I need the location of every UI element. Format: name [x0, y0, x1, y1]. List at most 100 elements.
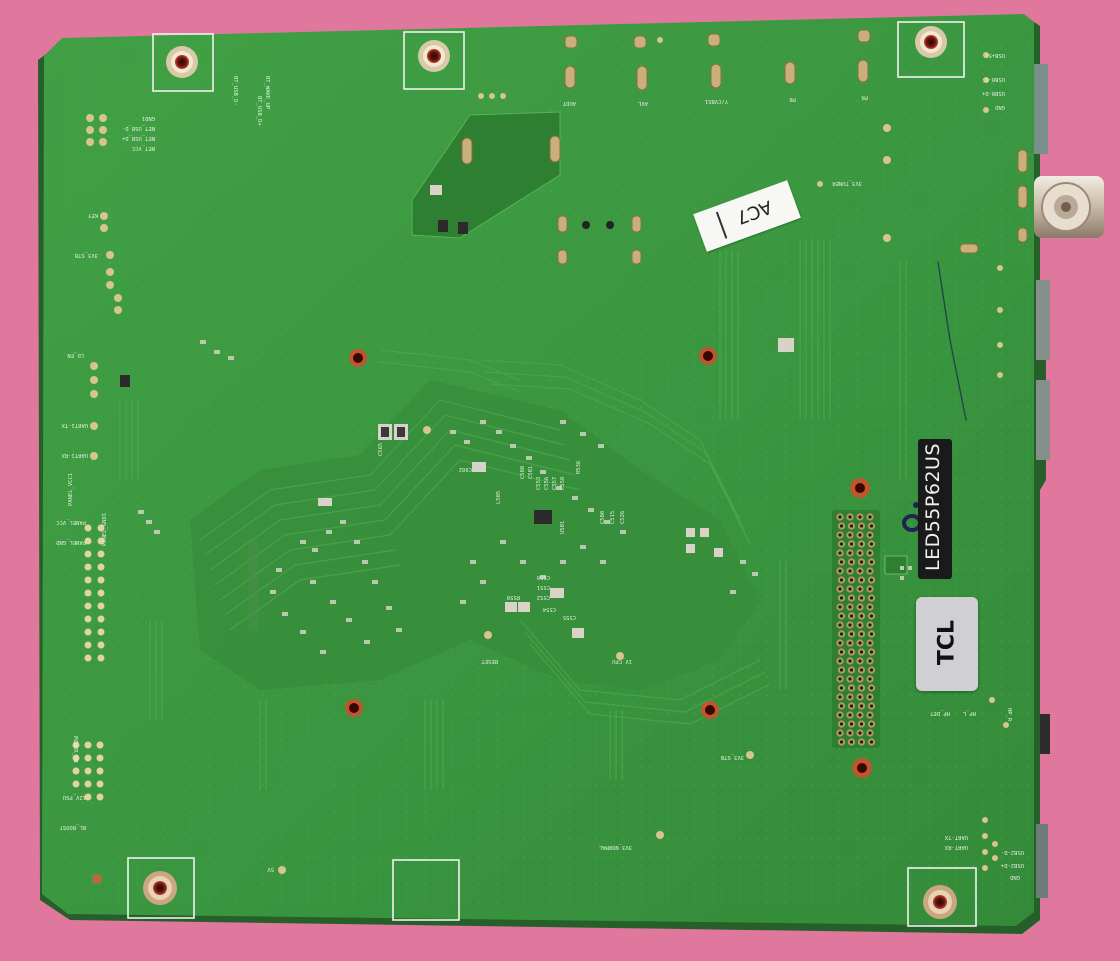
silk-label: C565: [378, 443, 384, 456]
pin-hole: [839, 722, 844, 726]
pin-hole: [868, 587, 872, 591]
pin-hole: [848, 731, 852, 735]
pin-hole: [868, 569, 872, 573]
pin-hole: [868, 533, 872, 537]
silk-label: C551: [537, 584, 550, 590]
silk-label: L505: [496, 491, 502, 504]
pin-hole: [858, 515, 862, 519]
silk-label: 12V_PSU: [63, 794, 86, 800]
silk-label: USB0-D-: [982, 76, 1005, 82]
brand-plate: TCL: [916, 597, 978, 691]
silk-label: 3V3_NORMAL: [598, 844, 632, 850]
pin-hole: [838, 731, 842, 735]
silk-label: PANEL_VCC1: [68, 473, 74, 506]
silk-label: GND: [1010, 874, 1020, 880]
pin-hole: [848, 713, 852, 717]
side-usb-connectors: [1034, 64, 1050, 898]
pin-hole: [868, 641, 872, 645]
pin-hole: [858, 695, 862, 699]
silk-label: GND1: [142, 115, 155, 121]
pin-hole: [848, 605, 852, 609]
silk-label: UART1-TX: [61, 422, 88, 428]
pin-hole: [858, 731, 862, 735]
silk-label: R536: [576, 461, 582, 474]
pin-hole: [869, 596, 874, 600]
pin-hole: [849, 614, 854, 618]
trace-bundles: [119, 240, 907, 790]
pin-hole: [859, 740, 864, 744]
silk-label: 3V3_TUNER: [832, 180, 862, 186]
pin-hole: [858, 641, 862, 645]
pin-hole: [839, 632, 844, 636]
pin-hole: [859, 650, 864, 654]
silk-label: U501: [560, 521, 566, 534]
pin-hole: [859, 596, 864, 600]
pin-hole: [848, 551, 852, 555]
silk-label: C526: [620, 511, 626, 524]
silk-label: 3V3_STB: [74, 252, 98, 258]
silk-label: HP_R: [1006, 708, 1012, 722]
pin-hole: [849, 524, 854, 528]
inner-holes: [92, 347, 872, 884]
tuner-ground-pad: [411, 111, 561, 239]
pin-hole: [858, 587, 862, 591]
pin-hole: [849, 740, 854, 744]
pin-hole: [849, 704, 854, 708]
pin-hole: [868, 551, 872, 555]
pin-hole: [869, 722, 874, 726]
silk-label: R550: [507, 594, 520, 600]
pin-hole: [839, 740, 844, 744]
pin-hole: [849, 542, 854, 546]
pin-hole: [869, 578, 874, 582]
silk-label: PB: [789, 96, 796, 102]
pin-hole: [838, 515, 842, 519]
pin-hole: [839, 596, 844, 600]
pin-hole: [869, 524, 874, 528]
pin-hole: [849, 650, 854, 654]
pin-hole: [868, 623, 872, 627]
pin-hole: [868, 515, 872, 519]
silk-label: RESET: [481, 658, 498, 664]
pin-hole: [859, 614, 864, 618]
pin-hole: [859, 722, 864, 726]
silk-label: NET_USB_D-: [122, 125, 155, 131]
silk-label: PR: [861, 94, 868, 100]
pin-hole: [859, 668, 864, 672]
mounting-corners: [127, 21, 977, 927]
pin-hole: [838, 695, 842, 699]
model-number: LED55P62US: [922, 443, 944, 571]
silk-label: C557: [552, 477, 558, 490]
pin-hole: [838, 677, 842, 681]
pin-hole: [858, 551, 862, 555]
pin-hole: [839, 542, 844, 546]
pin-hole: [859, 704, 864, 708]
pin-hole: [859, 560, 864, 564]
pin-hole: [868, 659, 872, 663]
main-pin-grid: [832, 510, 880, 748]
pin-hole: [848, 515, 852, 519]
silk-label: USB0-D+: [981, 90, 1005, 96]
pin-hole: [859, 542, 864, 546]
pin-hole: [838, 659, 842, 663]
silkscreen-labels: GND1 NET_USB_D- NET_USB_D+ NET_VCC KEY 3…: [56, 52, 1024, 880]
pin-hole: [839, 524, 844, 528]
silk-label: C550: [537, 574, 550, 580]
pin-hole: [839, 560, 844, 564]
pin-hole: [858, 713, 862, 717]
pin-hole: [838, 587, 842, 591]
silk-label: UART1-RX: [61, 452, 88, 458]
silk-label: LD_EN: [67, 352, 84, 358]
pin-hole: [858, 569, 862, 573]
pin-hole: [838, 713, 842, 717]
pin-hole: [858, 623, 862, 627]
silk-label: C558: [560, 477, 566, 490]
pin-hole: [848, 677, 852, 681]
pin-hole: [849, 560, 854, 564]
pin-hole: [838, 605, 842, 609]
pin-hole: [868, 695, 872, 699]
pin-hole: [859, 632, 864, 636]
silk-label: C580: [520, 466, 526, 479]
pin-hole: [838, 641, 842, 645]
silk-label: C902: [459, 466, 472, 472]
pin-hole: [869, 632, 874, 636]
